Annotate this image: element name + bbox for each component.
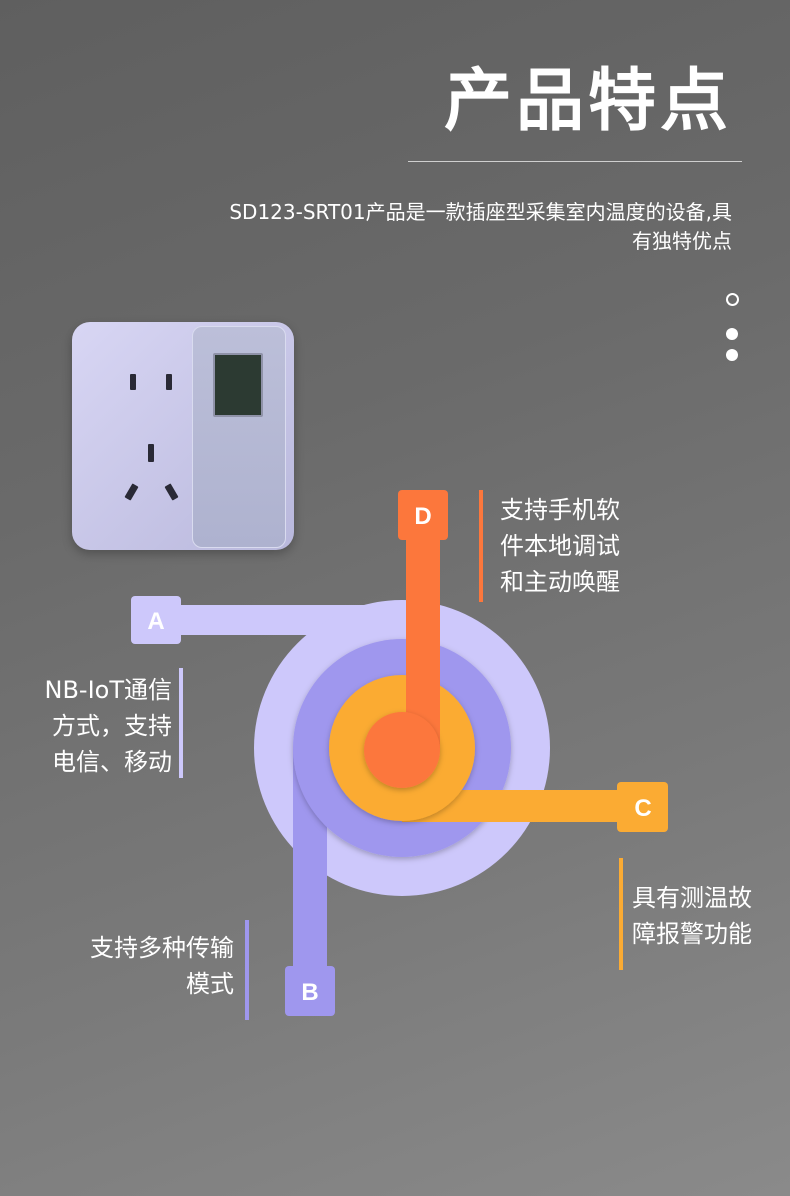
feature-c-line: 具有测温故: [632, 884, 752, 912]
product-subtitle: SD123-SRT01产品是一款插座型采集室内温度的设备,具有独特优点: [229, 200, 732, 253]
feature-b-text: 支持多种传输 模式: [40, 930, 234, 1002]
pager-dot-icon: [726, 293, 739, 306]
badge-c: C: [617, 782, 668, 832]
feature-d-accent-bar: [479, 490, 483, 602]
feature-d-line: 支持手机软: [500, 496, 620, 524]
lcd-screen: [213, 353, 263, 417]
feature-c-text: 具有测温故 障报警功能: [632, 880, 752, 952]
feature-a-line: 电信、移动: [52, 748, 172, 776]
feature-c-accent-bar: [619, 858, 623, 970]
feature-b-line: 支持多种传输: [90, 934, 234, 962]
feature-d-line: 件本地调试: [500, 532, 620, 560]
feature-b-line: 模式: [186, 970, 234, 998]
badge-b: B: [285, 966, 335, 1016]
feature-a-accent-bar: [179, 668, 183, 778]
feature-a-line: NB-IoT通信: [44, 676, 173, 704]
feature-d-line: 和主动唤醒: [500, 568, 620, 596]
feature-a-line: 方式，支持: [52, 712, 172, 740]
title-divider: [408, 161, 742, 162]
display-panel: [192, 326, 286, 548]
badge-a-letter: A: [147, 608, 164, 635]
socket-slot: [130, 374, 136, 390]
feature-c-line: 障报警功能: [632, 920, 752, 948]
badge-c-letter: C: [634, 795, 651, 822]
pager-dot-icon: [726, 328, 738, 340]
feature-d-text: 支持手机软 件本地调试 和主动唤醒: [500, 492, 620, 600]
feature-a-text: NB-IoT通信 方式，支持 电信、移动: [20, 672, 173, 780]
feature-b-accent-bar: [245, 920, 249, 1020]
socket-slot: [166, 374, 172, 390]
badge-d-letter: D: [414, 503, 431, 530]
socket-slot: [148, 444, 154, 462]
orange-core: [364, 712, 440, 788]
badge-a: A: [131, 596, 181, 644]
arm-d: [406, 530, 440, 748]
badge-d: D: [398, 490, 448, 540]
pager-dot-icon: [726, 349, 738, 361]
socket-device-image: [72, 322, 294, 550]
badge-b-letter: B: [301, 979, 318, 1006]
page-title: 产品特点: [443, 62, 732, 141]
